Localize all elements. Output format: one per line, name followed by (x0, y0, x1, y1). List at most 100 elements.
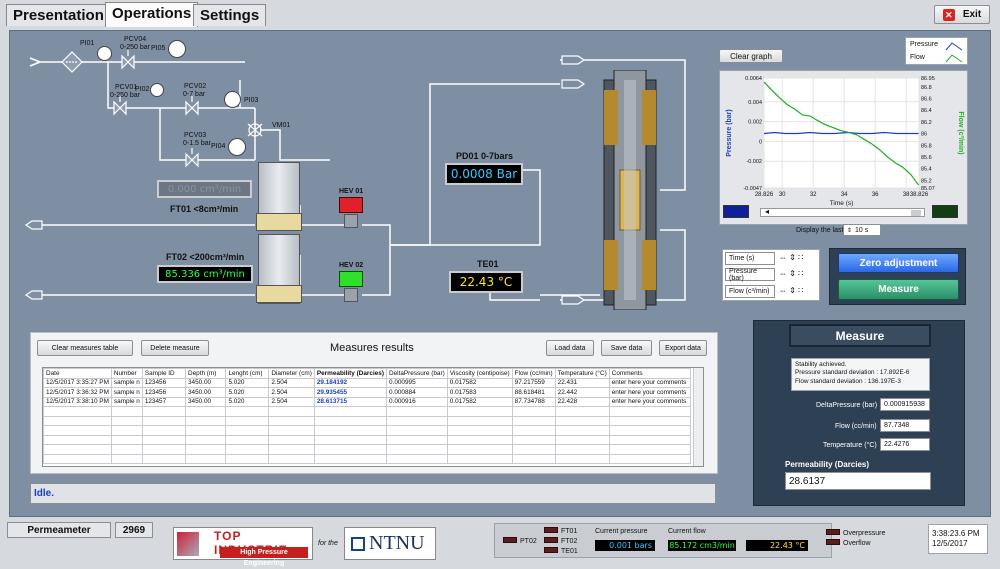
table-cell (184, 444, 227, 455)
pi05-label: PI05 (151, 45, 166, 52)
table-cell (446, 444, 513, 455)
table-row[interactable] (43, 444, 692, 455)
table-cell: 0.017582 (446, 396, 513, 407)
table-cell: 2.504 (268, 396, 315, 407)
for-the-text: for the (318, 540, 338, 547)
tab-operations[interactable]: Operations (105, 2, 199, 27)
scroll-thumb[interactable] (911, 210, 921, 216)
pi01-label: PI01 (80, 40, 95, 47)
table-cell: 2.504 (268, 387, 315, 398)
measure-button[interactable]: Measure (838, 279, 959, 300)
load-data-button[interactable]: Load data (546, 340, 594, 356)
table-cell (110, 406, 143, 417)
table-cell: 12/5/2017 3:36:32 PM (43, 387, 112, 398)
table-cell (184, 406, 227, 417)
y-right-tick-label: 86.8 (921, 85, 932, 91)
current-pressure-label: Current pressure (595, 528, 648, 535)
table-cell (446, 415, 513, 426)
clear-graph-button[interactable]: Clear graph (719, 49, 783, 63)
table-cell (225, 453, 270, 464)
y-left-axis-label: Pressure (bar) (726, 109, 733, 156)
permeability-label: Permeability (Darcies) (785, 460, 870, 469)
display-last-input[interactable]: ⇕10 s (843, 224, 881, 236)
hev01-valve-icon[interactable] (339, 197, 363, 213)
table-cell (608, 453, 692, 464)
table-cell: 5.020 (225, 377, 270, 388)
table-cell (43, 406, 112, 417)
table-cell (511, 434, 556, 445)
tab-presentation[interactable]: Presentation (6, 4, 111, 26)
export-data-button[interactable]: Export data (659, 340, 707, 356)
time-scale-icons[interactable]: ⇔ ⇕ ∷ (779, 253, 804, 262)
close-icon: ✕ (942, 8, 955, 21)
current-flow-label: Current flow (668, 528, 706, 535)
clock: 3:38:23.6 PM 12/5/2017 (928, 524, 988, 554)
column-header: Permeability (Darcies) (313, 368, 387, 379)
ft01-value: 0.000 cm³/min (157, 180, 252, 198)
table-cell (43, 415, 112, 426)
te01-led-icon (544, 547, 558, 553)
chart-scrollbar[interactable]: ◂ (760, 207, 925, 217)
scroll-left-icon[interactable]: ◂ (765, 207, 770, 216)
pi01-gauge-icon (97, 46, 112, 61)
table-scrollbar[interactable] (693, 368, 703, 466)
exit-button[interactable]: ✕ Exit (934, 5, 990, 24)
table-cell: 5.020 (225, 396, 270, 407)
y-left-tick-label: 0.002 (748, 120, 762, 126)
ft02-led-icon (544, 537, 558, 543)
flow-scale-field[interactable]: Flow (c³/min) (725, 285, 775, 298)
tab-settings[interactable]: Settings (193, 4, 267, 26)
pcv02-range: 0-7 bar (183, 91, 206, 98)
table-cell: 123456 (141, 377, 186, 388)
table-cell (225, 444, 270, 455)
table-row[interactable] (43, 425, 692, 436)
stepper-icon[interactable]: ⇕ (847, 227, 853, 234)
table-cell: 123456 (141, 387, 186, 398)
table-cell (554, 415, 610, 426)
ft02-body-icon (256, 285, 302, 303)
table-cell: 5.020 (225, 387, 270, 398)
hev02-actuator-icon (344, 288, 358, 302)
table-row[interactable] (43, 415, 692, 426)
table-row[interactable] (43, 453, 692, 464)
current-flow-value: 85.172 cm3/min (667, 539, 737, 552)
flow-series-line (763, 81, 920, 186)
save-data-button[interactable]: Save data (601, 340, 652, 356)
table-row[interactable] (43, 406, 692, 417)
chart-legend: Pressure Flow (905, 37, 968, 65)
flow-color-swatch (932, 205, 958, 218)
table-cell: 88.618481 (511, 387, 556, 398)
table-cell: 3450.00 (184, 377, 227, 388)
table-row[interactable] (43, 434, 692, 445)
table-cell (554, 434, 610, 445)
time-scale-field[interactable]: Time (s) (725, 252, 775, 265)
pressure-scale-icons[interactable]: ⇔ ⇕ ∷ (779, 269, 804, 278)
x-tick-label: 38 (903, 192, 910, 198)
zero-adjustment-button[interactable]: Zero adjustment (838, 253, 959, 273)
pressure-scale-field[interactable]: Pressure (bar) (725, 268, 775, 282)
overflow-label: Overflow (843, 540, 871, 547)
clear-measures-button[interactable]: Clear measures table (37, 340, 133, 356)
hev02-valve-icon[interactable] (339, 271, 363, 287)
table-cell (385, 453, 448, 464)
table-cell: 22.442 (554, 387, 610, 398)
table-cell (511, 453, 556, 464)
y-right-tick-label: 85.4 (921, 167, 932, 173)
table-cell (446, 425, 513, 436)
table-cell (141, 434, 186, 445)
ft02-value: 85.336 cm³/min (157, 265, 253, 283)
ft02-led-label: FT02 (561, 538, 578, 545)
table-cell: 0.017582 (446, 377, 513, 388)
pd01-label: PD01 0-7bars (456, 151, 514, 161)
y-right-tick-label: 86.6 (921, 96, 932, 102)
delete-measure-button[interactable]: Delete measure (141, 340, 209, 356)
clock-date: 12/5/2017 (932, 539, 968, 549)
column-header: Number (110, 368, 143, 379)
legend-flow: Flow (910, 54, 925, 61)
flow-scale-icons[interactable]: ⇔ ⇕ ∷ (779, 286, 804, 295)
